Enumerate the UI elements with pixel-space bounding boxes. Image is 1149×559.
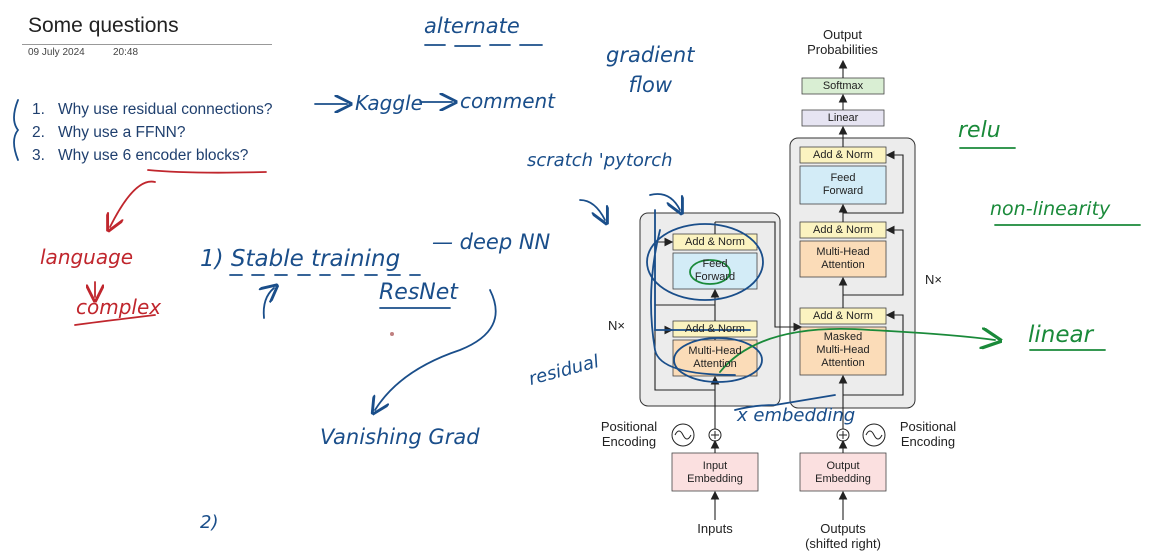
note-resnet: ResNet [379,280,458,305]
note-two: 2) [200,512,219,533]
question-number: 3. [32,147,45,164]
decoder-attention-box [799,240,887,278]
decoder-feed-forward-label: Feed Forward [822,172,864,197]
decoder-add-norm-3-label: Add & Norm [813,149,873,161]
note-scratch-pytorch: scratch 'pytorch [527,150,673,171]
note-gradient-flow: gradient flow [606,43,695,97]
decoder-add-norm-2-label: Add & Norm [813,224,873,236]
note-non-linearity: non-linearity [990,198,1111,220]
note-linear: linear [1028,322,1094,348]
linear-label: Linear [827,112,859,124]
page-title: Some questions [28,14,179,37]
note-kaggle: Kaggle [355,91,423,115]
question-text: Why use a FFNN? [58,124,186,141]
note-alternate: alternate [424,14,520,38]
decoder-positional-encoding-label: Positional Encoding [899,419,957,449]
output-probabilities-label: Output Probabilities [807,27,878,57]
masked-attention-box [799,326,887,376]
note-relu: relu [958,118,1001,143]
note-vanishing-grad: Vanishing Grad [320,425,480,449]
question-number: 2. [32,124,45,141]
output-embedding-label: Output Embedding [815,460,871,485]
decoder-nx-label: N× [925,272,942,287]
inputs-label: Inputs [697,521,733,536]
decoder-feed-forward-box [799,165,887,205]
page-date: 09 July 2024 [28,47,85,58]
encoder-nx-label: N× [608,318,625,333]
title-divider [22,44,272,45]
decoder-attention-label: Multi-Head Attention [816,246,870,271]
outputs-label: Outputs (shifted right) [805,521,881,551]
encoder-feed-forward-label: Feed Forward [694,258,736,283]
encoder-attention-label: Multi-Head Attention [688,345,742,370]
note-comment: comment [460,89,556,113]
question-1: 1. Why use residual connections? [32,101,273,119]
encoder-add-norm-1-label: Add & Norm [685,323,745,335]
note-deep-nn: — deep NN [432,230,551,254]
masked-attention-label: Masked Multi-Head Attention [816,331,870,369]
softmax-label: Softmax [822,80,864,92]
note-language: language [40,245,134,269]
decoder-add-norm-1-label: Add & Norm [813,310,873,322]
note-x-embedding: x embedding [737,405,856,426]
note-stable-training: 1) Stable training [200,246,401,272]
encoder-positional-encoding-label: Positional Encoding [600,419,658,449]
input-embedding-label: Input Embedding [687,460,743,485]
note-complex: complex [76,295,162,319]
question-text: Why use residual connections? [58,101,273,118]
encoder-attention-box [672,339,758,377]
question-2: 2. Why use a FFNN? [32,124,185,142]
question-number: 1. [32,101,45,118]
encoder-add-norm-2-label: Add & Norm [685,236,745,248]
output-embedding-box [799,452,887,492]
page-time: 20:48 [113,47,139,58]
question-text: Why use 6 encoder blocks? [58,147,249,164]
question-3: 3. Why use 6 encoder blocks? [32,147,248,165]
input-embedding-box [671,452,759,492]
